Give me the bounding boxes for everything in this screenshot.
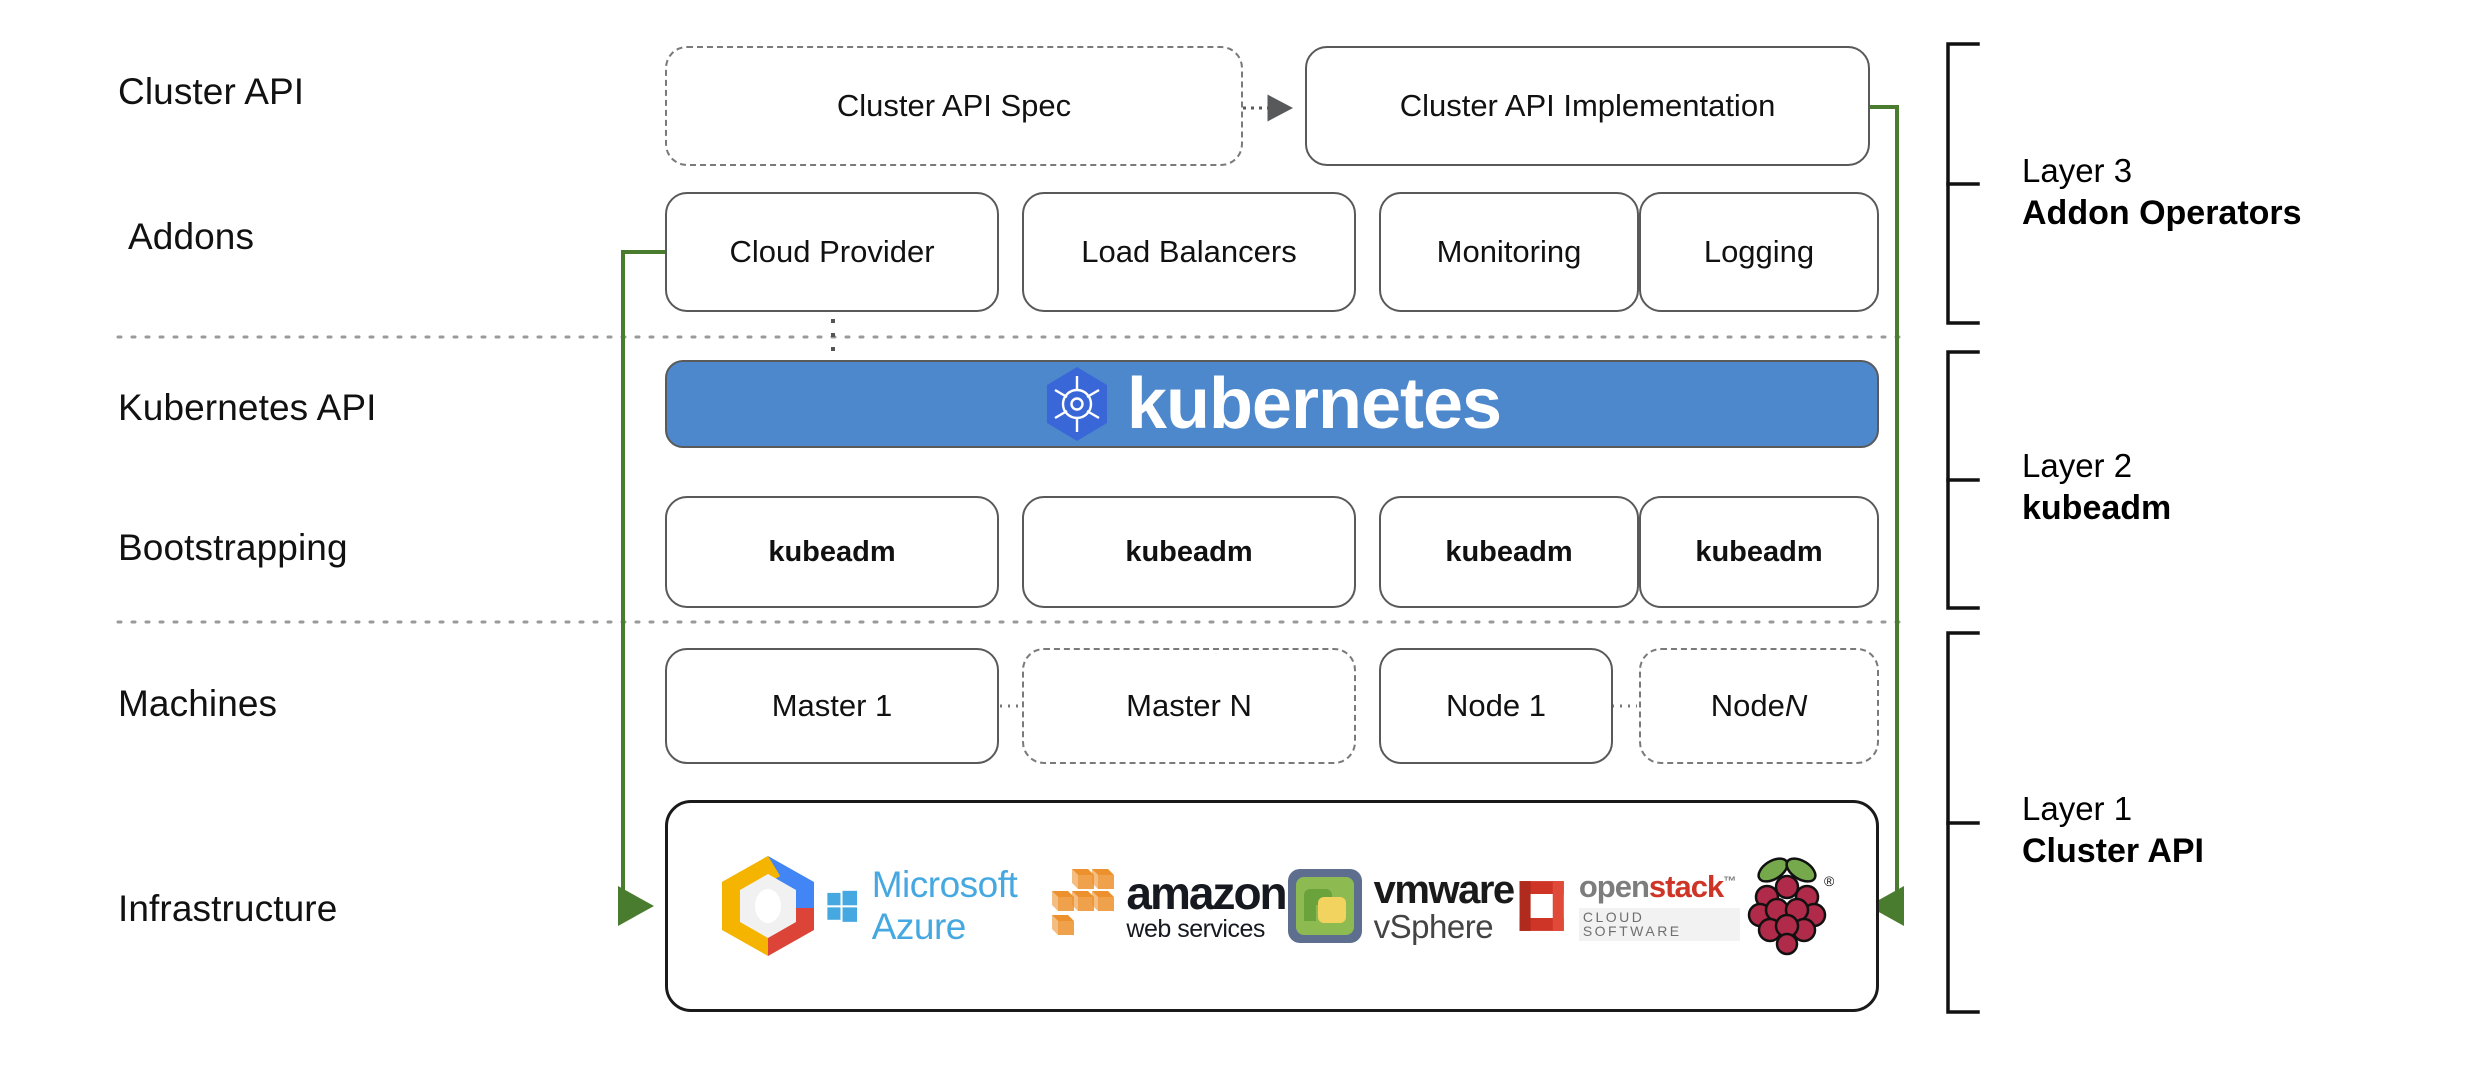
row-label-bootstrapping: Bootstrapping	[118, 527, 348, 568]
layer-2-line1: Layer 2	[2022, 447, 2133, 484]
cluster-api-spec-label: Cluster API Spec	[836, 88, 1072, 123]
row-label-infrastructure: Infrastructure	[118, 888, 338, 929]
vmware-vsphere-icon	[1287, 869, 1362, 943]
logo-cell-openstack[interactable]: openstack™ CLOUD SOFTWARE	[1514, 851, 1740, 961]
openstack-wordmark: openstack™	[1578, 869, 1736, 905]
machine-box-node-n[interactable]: Node N	[1639, 648, 1879, 764]
row-label-cluster-api: Cluster API	[118, 71, 305, 112]
openstack-icon	[1519, 881, 1564, 931]
layer-3-line1: Layer 3	[2022, 152, 2133, 189]
logo-cell-raspberry-pi[interactable]: ®	[1740, 851, 1834, 961]
addon-box-monitoring[interactable]: Monitoring	[1379, 192, 1639, 312]
microsoft-azure-window-icon	[827, 890, 858, 922]
row-label-machines: Machines	[118, 683, 278, 724]
layer-2-label: Layer 2 kubeadm	[2022, 445, 2171, 531]
vmware-wordmark: vmware	[1373, 867, 1515, 912]
machine-box-node-1[interactable]: Node 1	[1379, 648, 1613, 764]
logo-cell-vmware-vsphere[interactable]: vmware vSphere	[1286, 851, 1515, 961]
logo-cell-microsoft-azure[interactable]: Microsoft Azure	[826, 851, 1042, 961]
row-label-addons: Addons	[128, 216, 255, 257]
bootstrap-box-1[interactable]: kubeadm	[665, 496, 999, 608]
layer-1-bracket	[1946, 631, 1980, 1014]
machine-label-italic-suffix: N	[1784, 688, 1808, 723]
layer-1-label: Layer 1 Cluster API	[2022, 788, 2204, 874]
layer-3-line2: Addon Operators	[2022, 194, 2302, 233]
infrastructure-box[interactable]: Microsoft Azure	[665, 800, 1879, 1012]
cluster-api-spec-box[interactable]: Cluster API Spec	[665, 46, 1243, 166]
machine-label: Node	[1710, 688, 1785, 723]
logo-cell-google-cloud-platform[interactable]	[710, 851, 826, 961]
row-label-kubernetes-api: Kubernetes API	[118, 387, 377, 428]
logo-cell-amazon-web-services[interactable]: amazon web services	[1042, 851, 1288, 961]
openstack-subtext: CLOUD SOFTWARE	[1578, 907, 1740, 941]
layer-2-line2: kubeadm	[2022, 489, 2172, 528]
bootstrap-label: kubeadm	[1445, 535, 1573, 568]
machine-box-master-1[interactable]: Master 1	[665, 648, 999, 764]
cloud-provider-to-infrastructure-flow	[618, 250, 665, 926]
addon-label: Cloud Provider	[729, 234, 935, 269]
aws-cubes-icon	[1052, 869, 1115, 935]
bootstrap-box-3[interactable]: kubeadm	[1379, 496, 1639, 608]
addon-box-load-balancers[interactable]: Load Balancers	[1022, 192, 1356, 312]
bootstrap-label: kubeadm	[768, 535, 896, 568]
cluster-api-implementation-label: Cluster API Implementation	[1399, 88, 1776, 123]
addon-label: Logging	[1703, 234, 1815, 269]
kubernetes-helm-wheel-icon	[1046, 367, 1107, 441]
aws-web-services-subtext: web services	[1126, 915, 1265, 943]
addon-label: Monitoring	[1436, 234, 1582, 269]
machine-label: Node 1	[1446, 688, 1546, 723]
bootstrap-label: kubeadm	[1125, 535, 1253, 568]
bootstrap-box-4[interactable]: kubeadm	[1639, 496, 1879, 608]
kubernetes-banner[interactable]: kubernetes	[665, 360, 1879, 448]
layer-3-bracket	[1946, 42, 1980, 325]
addon-box-logging[interactable]: Logging	[1639, 192, 1879, 312]
microsoft-azure-wordmark: Microsoft Azure	[871, 864, 1018, 947]
layer-3-label: Layer 3 Addon Operators	[2022, 150, 2302, 236]
addon-box-cloud-provider[interactable]: Cloud Provider	[665, 192, 999, 312]
addon-label: Load Balancers	[1081, 234, 1297, 269]
machine-label: Master N	[1126, 688, 1252, 723]
amazon-wordmark: amazon	[1126, 867, 1287, 919]
layer-1-line1: Layer 1	[2022, 790, 2133, 827]
machine-label: Master 1	[771, 688, 893, 723]
kubernetes-wordmark: kubernetes	[1126, 364, 1502, 444]
bootstrap-label: kubeadm	[1695, 535, 1823, 568]
layer-1-line2: Cluster API	[2022, 832, 2205, 871]
google-cloud-platform-logo	[722, 856, 814, 956]
raspberry-pi-logo: ®	[1747, 857, 1834, 956]
machine-box-master-n[interactable]: Master N	[1022, 648, 1356, 764]
bootstrap-box-2[interactable]: kubeadm	[1022, 496, 1356, 608]
vsphere-subtext: vSphere	[1373, 907, 1494, 945]
cluster-api-implementation-box[interactable]: Cluster API Implementation	[1305, 46, 1870, 166]
layer-2-bracket	[1946, 350, 1980, 610]
svg-text:®: ®	[1824, 873, 1834, 889]
